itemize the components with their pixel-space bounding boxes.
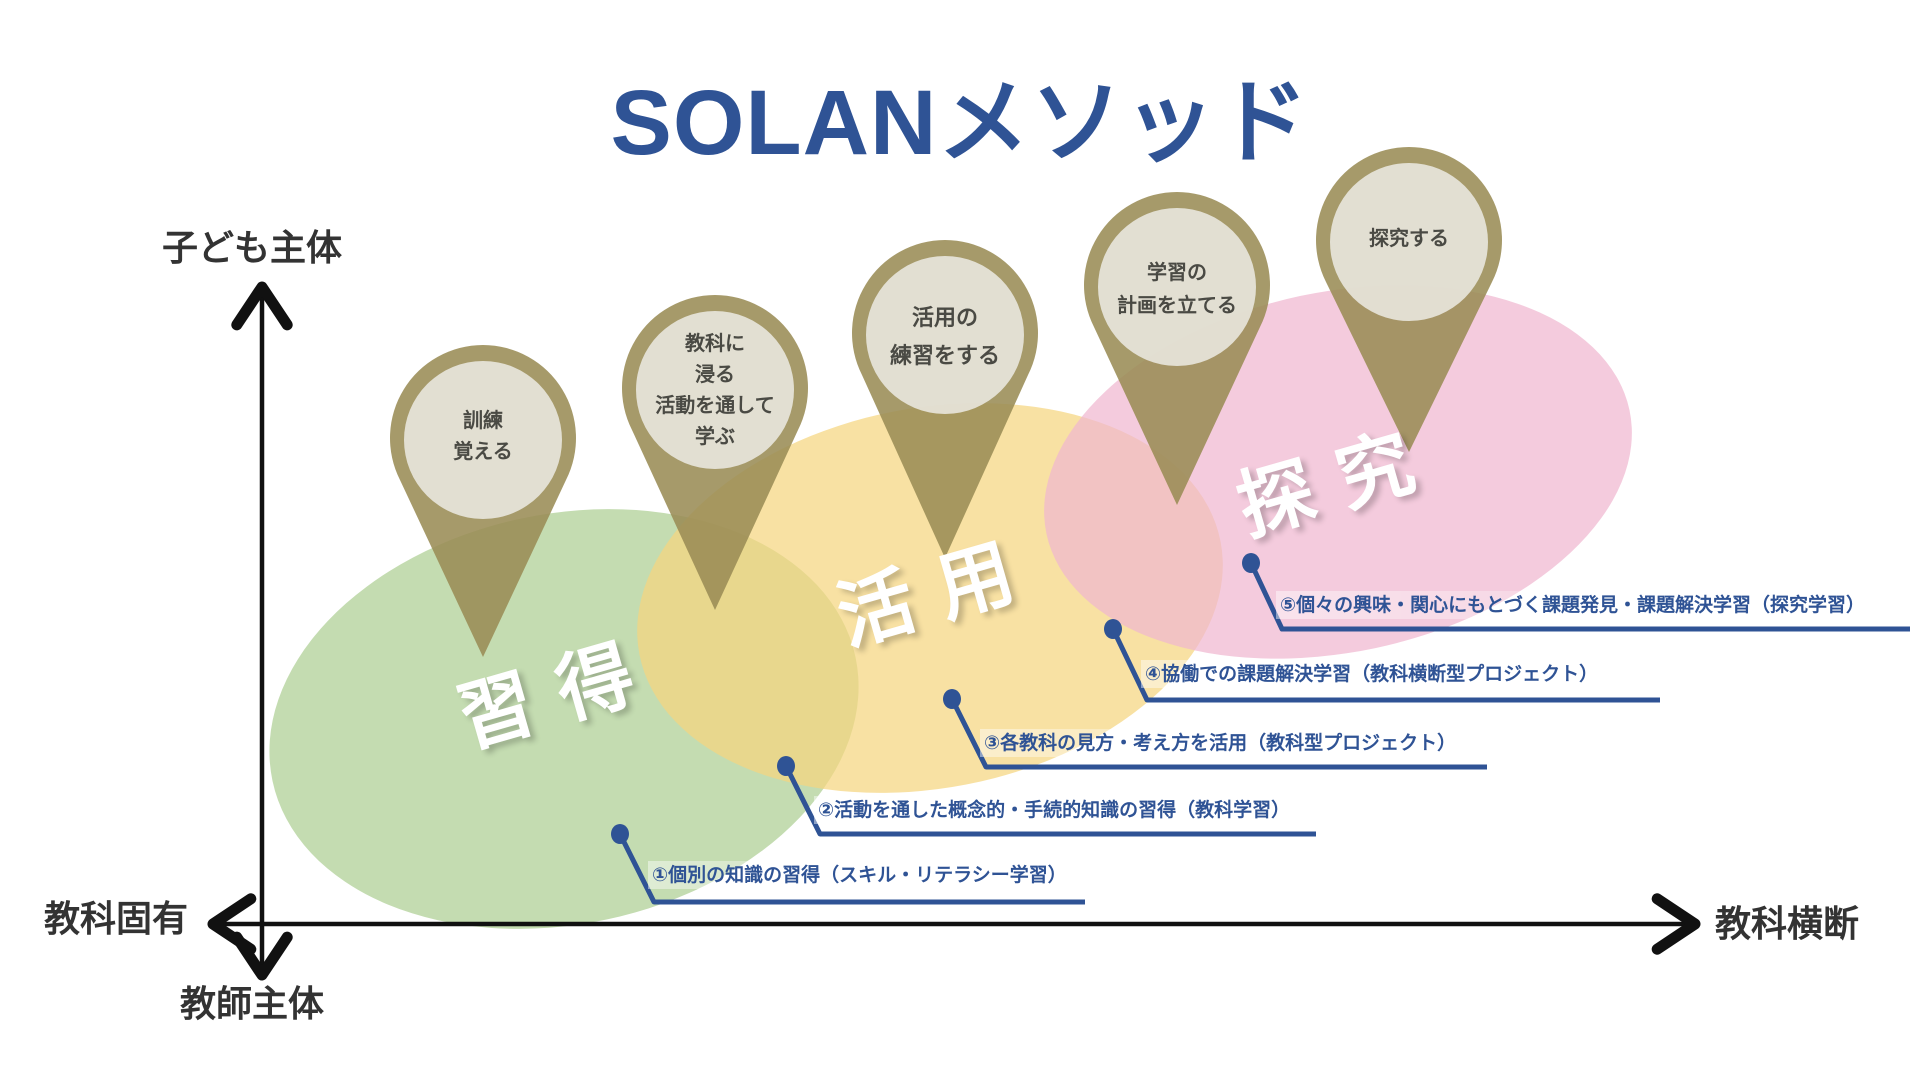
pin-4-marker [1084, 192, 1270, 505]
pin-5-line-1: 探究する [1369, 226, 1449, 250]
axis-label-child-centered: 子ども主体 [162, 228, 343, 269]
pin-2-marker [622, 295, 809, 610]
pin-2-line-1: 教科に [685, 331, 745, 355]
callout-5-leader [1248, 561, 1910, 632]
axis-label-subject-specific: 教科固有 [44, 899, 189, 940]
callout-2-leader [783, 764, 1316, 837]
callout-3-dot [943, 689, 961, 709]
pin-2-text: 教科に 浸る 活動を通して 学ぶ [630, 328, 800, 452]
pin-1-marker [389, 345, 576, 657]
pin-1-text: 訓練 覚える [398, 405, 568, 467]
pin-1-line-1: 訓練 [463, 408, 503, 432]
callout-2-dot [777, 756, 795, 776]
callout-4-dot [1104, 619, 1122, 639]
callout-5-dot [1242, 553, 1260, 573]
pin-4-line-1: 学習の [1147, 260, 1207, 284]
callout-1-dot [611, 824, 629, 844]
callout-1-leader [617, 832, 1085, 905]
callout-1-text: ①個別の知識の習得（スキル・リテラシー学習） [648, 861, 1071, 889]
pin-2-line-4: 学ぶ [695, 424, 735, 448]
pin-4-line-2: 計画を立てる [1117, 293, 1237, 317]
callout-4-leader [1110, 627, 1660, 703]
pin-4-text: 学習の 計画を立てる [1092, 256, 1262, 322]
pin-3-line-1: 活用の [911, 306, 978, 331]
pin-2-line-3: 活動を通して [655, 393, 775, 417]
page-title: SOLANメソッド [610, 72, 1310, 174]
callout-3-leader [949, 697, 1487, 770]
axis-label-cross-curricular: 教科横断 [1715, 904, 1860, 945]
pin-3-marker [852, 240, 1038, 558]
pin-1-line-2: 覚える [453, 439, 513, 463]
callout-3-text: ③各教科の見方・考え方を活用（教科型プロジェクト） [980, 729, 1461, 757]
pin-3-text: 活用の 練習をする [860, 300, 1030, 376]
callout-2-text: ②活動を通した概念的・手続的知識の習得（教科学習） [814, 796, 1295, 824]
callout-5-text: ⑤個々の興味・関心にもとづく課題発見・課題解決学習（探究学習） [1276, 591, 1869, 619]
callout-4-text: ④協働での課題解決学習（教科横断型プロジェクト） [1141, 660, 1603, 688]
axis-label-teacher-centered: 教師主体 [180, 984, 325, 1025]
pin-3-line-2: 練習をする [889, 344, 1000, 369]
pin-2-line-2: 浸る [695, 362, 735, 386]
pin-5-text: 探究する [1324, 223, 1494, 254]
pin-5-marker [1316, 147, 1502, 452]
